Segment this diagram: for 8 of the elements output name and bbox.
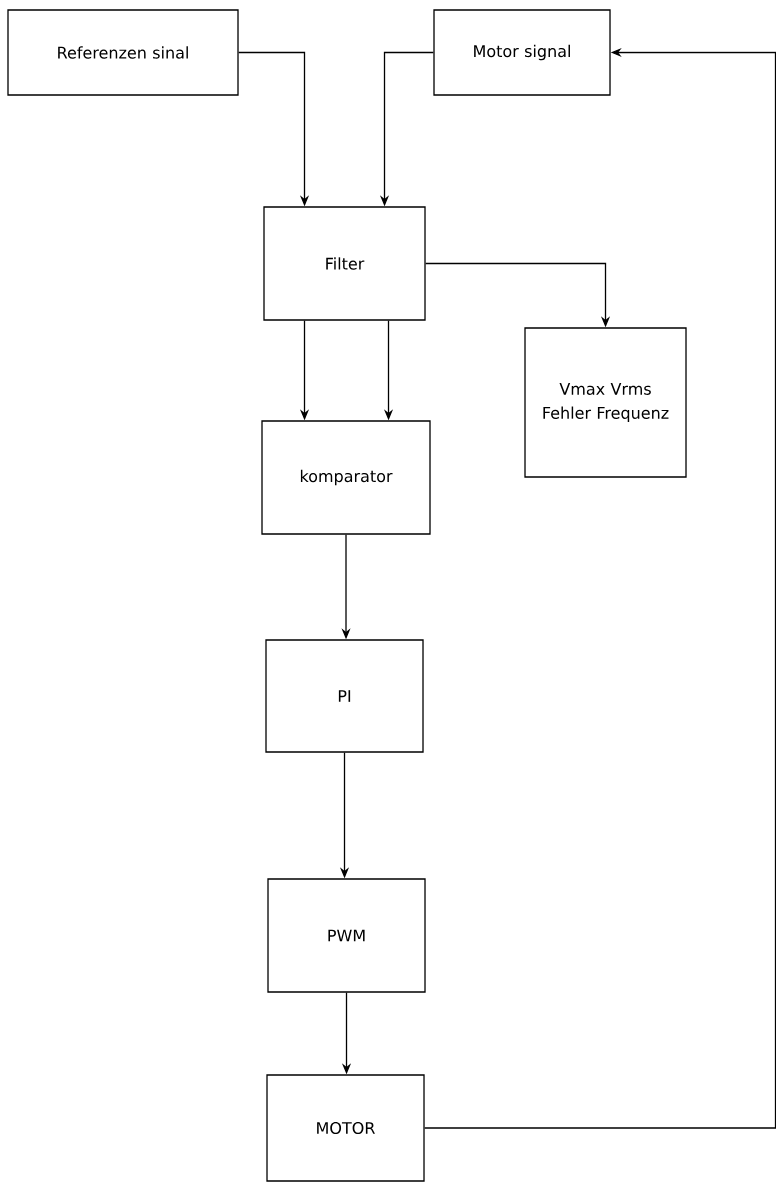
process-box: PI	[265, 639, 424, 753]
process-box: Filter	[263, 206, 426, 321]
process-box: PWM	[267, 878, 426, 993]
process-box: Vmax Vrms Fehler Frequenz	[524, 327, 687, 478]
process-box: Motor signal	[433, 9, 611, 96]
process-box: Referenzen sinal	[7, 9, 239, 96]
process-box: komparator	[261, 420, 431, 535]
process-box: MOTOR	[266, 1074, 425, 1182]
